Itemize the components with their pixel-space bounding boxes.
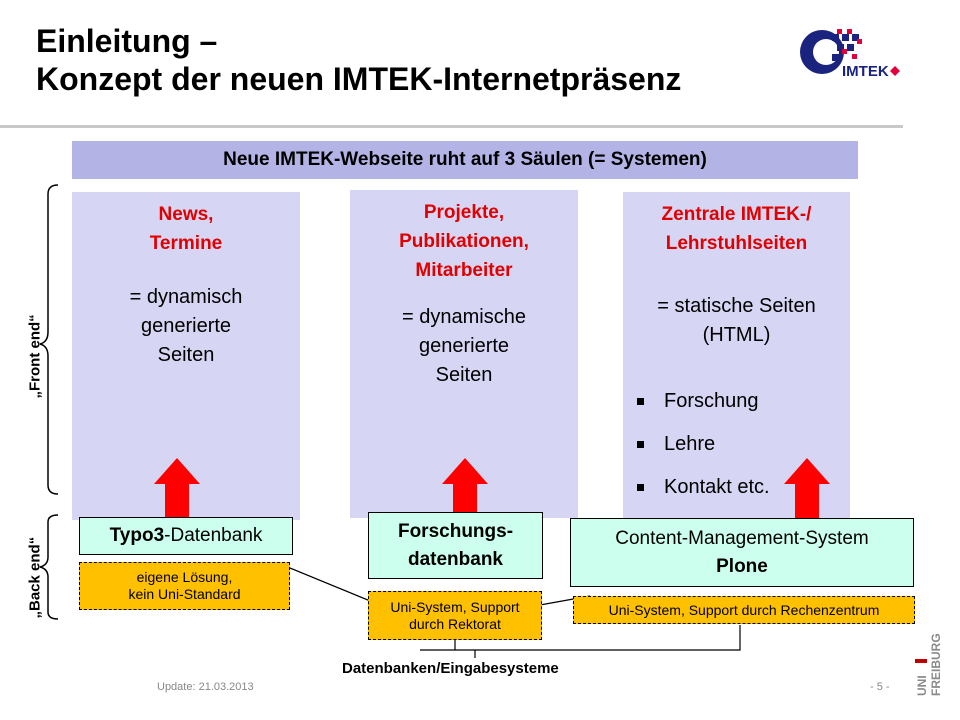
bullet-item: Kontakt etc. [637,466,850,509]
imtek-logo-text: IMTEK [842,63,889,80]
bottom-label: Datenbanken/Eingabesysteme [342,660,559,677]
typo3-note: eigene Lösung, kein Uni-Standard [79,562,290,610]
column-heading-line: Termine [149,233,223,254]
cms-box: Content-Management-System Plone [570,518,914,587]
column-body-line: Seiten [157,344,215,366]
uni-freiburg-logo: UNI FREIBURG [912,616,944,698]
column-body-line: (HTML) [702,324,771,346]
bullet-icon [637,398,644,405]
footer-page-number: - 5 - [870,681,890,693]
column-heading-line: Lehrstuhlseiten [665,233,808,254]
column-body-line: Seiten [435,364,493,386]
back-end-label: „Back end“ [26,536,44,619]
column-body-line: = dynamische [402,306,526,328]
svg-text:FREIBURG: FREIBURG [929,633,943,696]
front-end-label: „Front end“ [26,314,44,399]
bullet-icon [637,441,644,448]
title-line-2: Konzept der neuen IMTEK-Internetpräsenz [36,61,682,97]
cms-note: Uni-System, Support durch Rechenzentrum [573,596,915,624]
column-body-line: = dynamisch [129,286,243,308]
brackets [39,184,59,620]
column-body-line: generierte [418,335,510,357]
svg-text:UNI: UNI [915,675,929,696]
column-heading-line: Zentrale IMTEK-/ [661,204,812,225]
banner: Neue IMTEK-Webseite ruht auf 3 Säulen (=… [72,141,858,179]
database-label: -Datenbank [164,525,263,546]
imtek-logo: IMTEK [796,24,906,84]
bullet-item: Forschung [637,380,850,423]
arrow-up-icon [154,458,200,518]
research-database-note: Uni-System, Support durch Rektorat [368,591,542,640]
arrow-up-icon [442,458,488,516]
footer-update: Update: 21.03.2013 [157,681,254,693]
header-divider [0,125,903,128]
column-body-line: = statische Seiten [657,295,816,317]
column-body-line: generierte [140,315,232,337]
column-heading-line: Mitarbeiter [415,260,513,281]
title-line-1: Einleitung – [36,23,218,59]
arrow-up-icon [784,458,830,518]
column-heading-line: Publikationen, [399,231,529,252]
column-heading-line: News, [158,204,214,225]
typo3-database-box: Typo3-Datenbank [79,517,293,555]
typo3-label: Typo3 [109,525,165,546]
bullet-item: Lehre [637,423,850,466]
column-news: News, Termine = dynamisch generierte Sei… [72,192,300,520]
column-heading-line: Projekte, [423,202,505,223]
research-database-box: Forschungs- datenbank [368,512,543,579]
bullet-icon [637,484,644,491]
slide-title: Einleitung – Konzept der neuen IMTEK-Int… [36,22,681,98]
